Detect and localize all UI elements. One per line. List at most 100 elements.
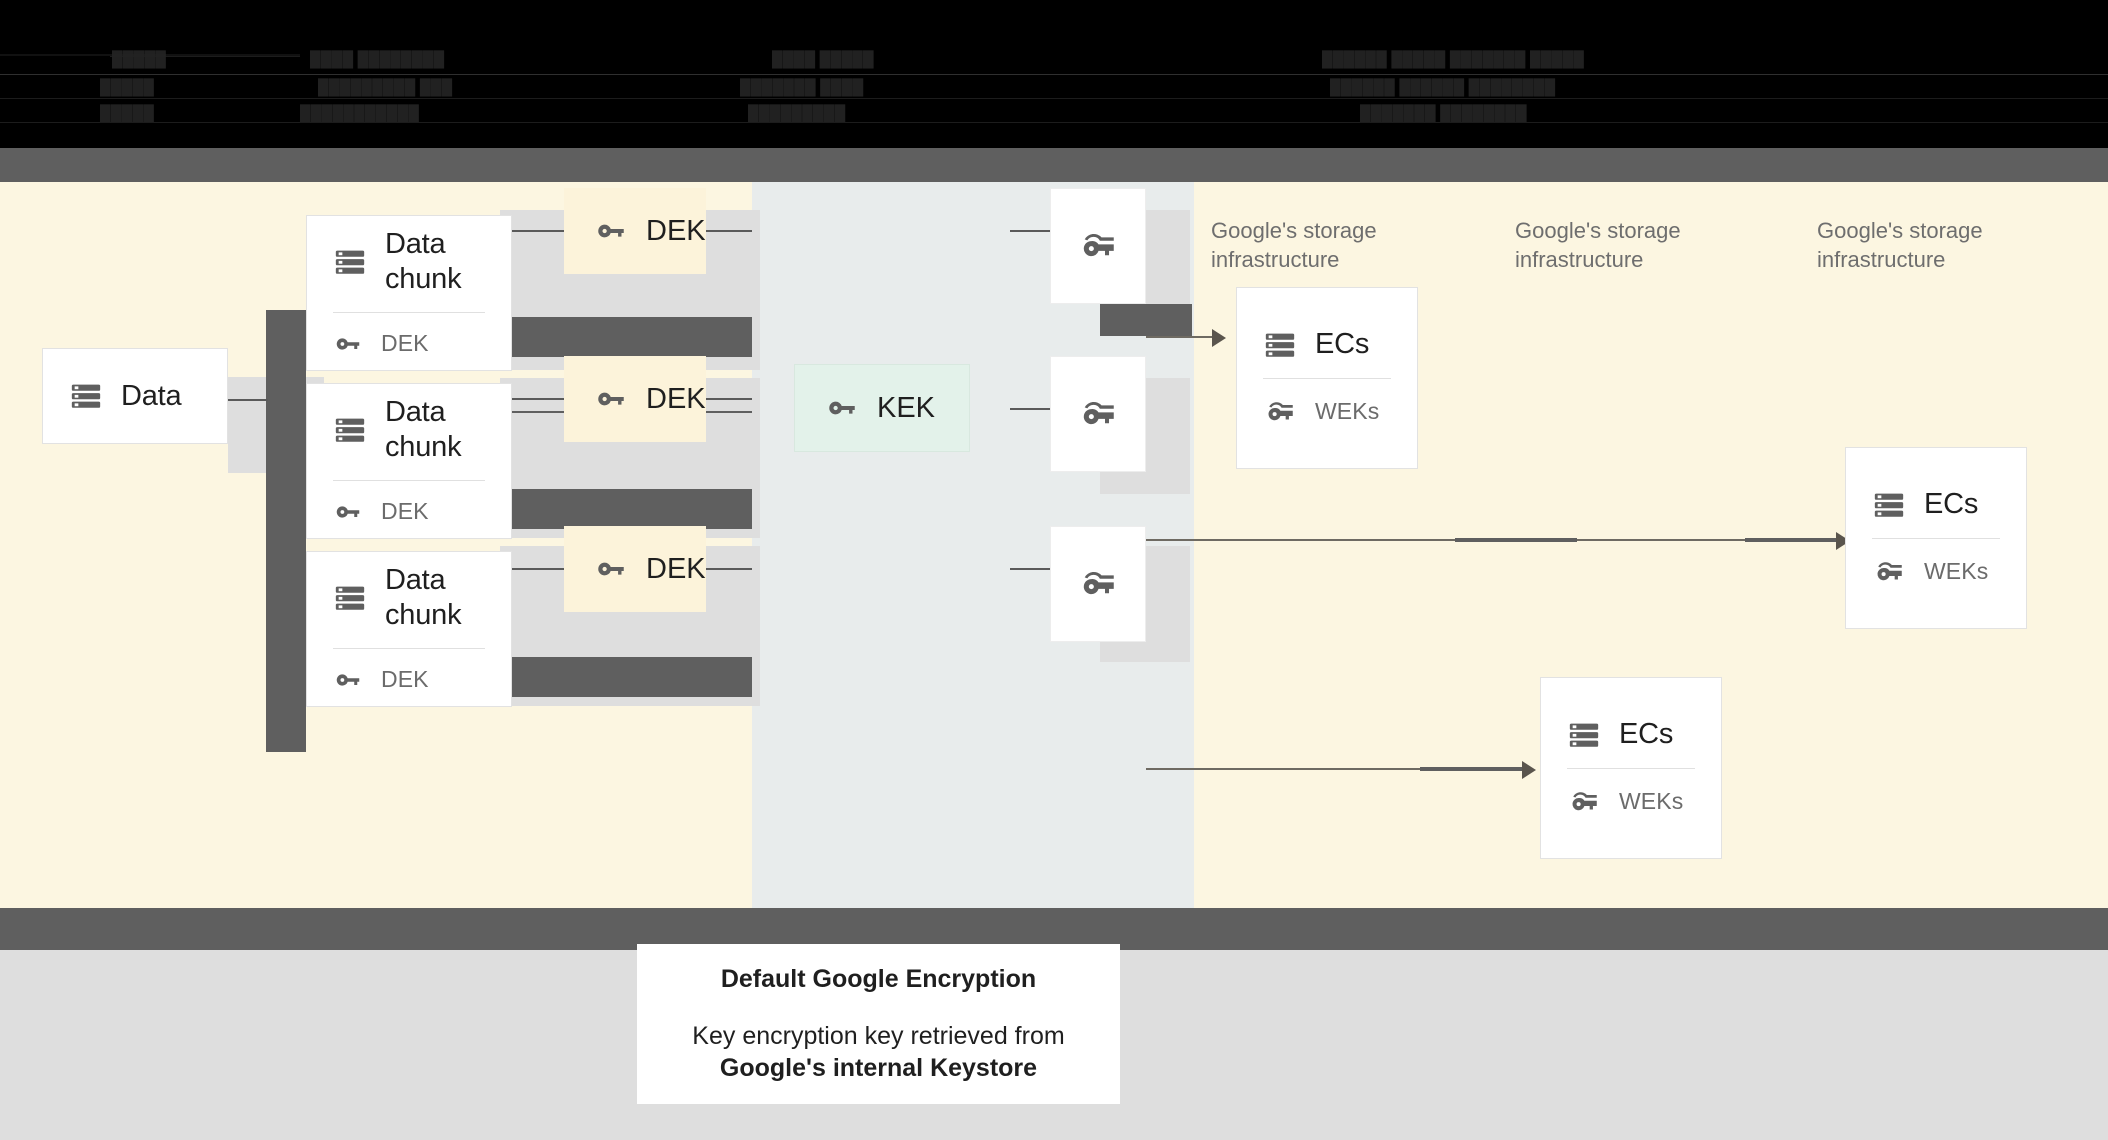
key-icon: [336, 338, 360, 350]
caption-body-line1: Key encryption key retrieved from: [692, 1021, 1065, 1050]
zone-label-1-text: Google's storage infrastructure: [1211, 218, 1377, 273]
ecs-3-divider: [1567, 767, 1695, 769]
ecs-2-divider: [1872, 537, 2000, 539]
storage-icon: [71, 384, 101, 408]
key-icon: [598, 562, 624, 576]
card-ecs-2[interactable]: ECs WEKs: [1845, 447, 2027, 629]
ecs-3-key-label: WEKs: [1619, 788, 1684, 815]
card-data-chunk-1[interactable]: Data chunk DEK: [306, 215, 512, 371]
caption-body-line2: Google's internal Keystore: [719, 1053, 1038, 1082]
caption-body: Key encryption key retrieved from Google…: [692, 1020, 1064, 1084]
storage-icon: [1265, 333, 1295, 357]
chunk-2-key-row: DEK: [307, 497, 511, 527]
wrapped-key-icon: [1877, 561, 1902, 580]
chunk-2-key-label: DEK: [381, 498, 429, 525]
storage-icon: [335, 250, 365, 274]
ecs-2-key-label: WEKs: [1924, 558, 1989, 585]
wrapped-key-icon: [1572, 791, 1597, 810]
ecs-1-title: ECs: [1315, 328, 1370, 361]
arrow-seg-2a: [1455, 538, 1577, 542]
dek-3-label: DEK: [646, 552, 706, 585]
connector-data-to-splitter: [228, 399, 268, 401]
storage-icon: [1874, 493, 1904, 517]
zone-label-1: Google's storage infrastructure: [1211, 216, 1461, 274]
chunk-3-row: Data chunk: [307, 563, 511, 631]
key-icon: [336, 674, 360, 686]
wrapped-key-icon: [1083, 401, 1114, 425]
ecs-2-title: ECs: [1924, 488, 1979, 521]
card-kek[interactable]: KEK: [794, 364, 970, 452]
key-icon: [829, 401, 855, 415]
chunk-3-title: Data chunk: [385, 564, 462, 631]
ecs-1-row: ECs: [1237, 327, 1417, 361]
card-dek-3[interactable]: DEK: [564, 526, 706, 612]
ecs-1-key-label: WEKs: [1315, 398, 1380, 425]
ecs-1-divider: [1263, 377, 1391, 379]
chunk-1-title: Data chunk: [385, 228, 462, 295]
caption-title: Default Google Encryption: [720, 964, 1037, 993]
key-icon: [598, 392, 624, 406]
card-dek-1[interactable]: DEK: [564, 188, 706, 274]
chunk-2-row: Data chunk: [307, 395, 511, 463]
card-data-chunk-3[interactable]: Data chunk DEK: [306, 551, 512, 707]
chunk-1-key-label: DEK: [381, 330, 429, 357]
card-data[interactable]: Data: [42, 348, 228, 444]
footer-divider-bar: [0, 908, 2108, 950]
storage-icon: [335, 418, 365, 442]
chunk-2-title: Data chunk: [385, 396, 462, 463]
arrow-line-1: [1146, 336, 1216, 338]
storage-icon: [1569, 723, 1599, 747]
chunk-2-divider: [333, 479, 485, 481]
card-ecs-1[interactable]: ECs WEKs: [1236, 287, 1418, 469]
card-data-row: Data: [43, 379, 227, 413]
zone-label-2: Google's storage infrastructure: [1515, 216, 1765, 274]
key-icon: [598, 224, 624, 238]
card-ecs-3[interactable]: ECs WEKs: [1540, 677, 1722, 859]
chunk-3-key-label: DEK: [381, 666, 429, 693]
card-dek-2[interactable]: DEK: [564, 356, 706, 442]
connector-dek1-wk1: [706, 230, 752, 232]
ecs-3-title: ECs: [1619, 718, 1674, 751]
wrapped-key-icon: [1268, 401, 1293, 420]
connector-chunk1-dek1: [512, 230, 564, 232]
arrow-head-3: [1522, 761, 1536, 779]
kek-label: KEK: [877, 391, 936, 424]
chunk-1-row: Data chunk: [307, 227, 511, 295]
connector-chunk3-dek3: [512, 568, 564, 570]
card-wrapped-key-2[interactable]: [1050, 356, 1146, 472]
card-wrapped-key-3[interactable]: [1050, 526, 1146, 642]
zone-label-3-text: Google's storage infrastructure: [1817, 218, 1983, 273]
ecs-3-key-row: WEKs: [1541, 785, 1721, 819]
chunk-3-divider: [333, 647, 485, 649]
arrow-line-3: [1146, 768, 1526, 770]
dek-1-label: DEK: [646, 214, 706, 247]
obscured-header: █████ ████ ████████ ████ █████ ██████ ██…: [0, 0, 2108, 148]
card-wrapped-key-1[interactable]: [1050, 188, 1146, 304]
card-data-title: Data: [121, 379, 182, 412]
key-icon: [336, 506, 360, 518]
zone-label-3: Google's storage infrastructure: [1817, 216, 2067, 274]
ecs-2-row: ECs: [1846, 487, 2026, 521]
connector-dek3-wk3: [706, 568, 752, 570]
chunk-1-divider: [333, 311, 485, 313]
caption-box: Default Google Encryption Key encryption…: [637, 944, 1120, 1104]
arrow-head-1: [1212, 329, 1226, 347]
header-notch: [0, 145, 256, 149]
header-divider-bar: [0, 148, 2108, 182]
arrow-seg-3a: [1420, 767, 1526, 771]
ecs-3-row: ECs: [1541, 717, 1721, 751]
connector-kek-wk1: [1010, 230, 1050, 232]
connector-kek-wk3: [1010, 568, 1050, 570]
connector-chunk2-dek2: [512, 398, 564, 400]
zone-label-2-text: Google's storage infrastructure: [1515, 218, 1681, 273]
dek-2-label: DEK: [646, 382, 706, 415]
ecs-1-key-row: WEKs: [1237, 395, 1417, 429]
chunk-1-key-row: DEK: [307, 329, 511, 359]
card-data-chunk-2[interactable]: Data chunk DEK: [306, 383, 512, 539]
ecs-2-key-row: WEKs: [1846, 555, 2026, 589]
arrow-seg-2b: [1745, 538, 1840, 542]
chunk-3-key-row: DEK: [307, 665, 511, 695]
connector-kek-wk2: [1010, 408, 1050, 410]
storage-icon: [335, 586, 365, 610]
